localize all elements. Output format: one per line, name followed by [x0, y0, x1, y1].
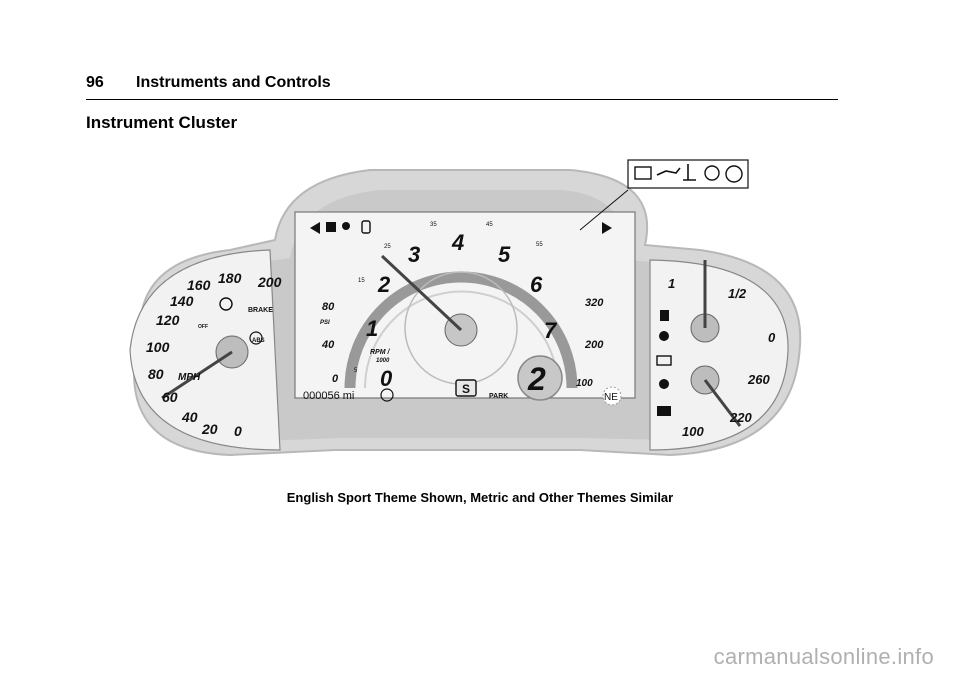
speed-unit: MPH	[178, 372, 201, 383]
security-icon	[657, 406, 671, 416]
transmission-selector: S	[462, 382, 470, 396]
rpm-label: 3	[408, 242, 420, 267]
center-display: 0 1 2 3 4 5 6 7 35 45 55 25 15 5 RPM / 1…	[294, 211, 636, 406]
speed-label: 180	[218, 270, 242, 286]
page-header: 96 Instruments and Controls	[86, 72, 838, 100]
speed-label: 120	[156, 312, 180, 328]
rpm-label: 2	[377, 272, 391, 297]
speed-label: 200	[257, 274, 282, 290]
compass-heading: NE	[604, 392, 618, 403]
tire-pressure-icon	[219, 297, 233, 311]
tachometer-arc	[344, 271, 578, 389]
fuel-pump-icon	[660, 310, 669, 321]
brake-warning-label: BRAKE	[248, 307, 273, 314]
rpm-minor-label: 15	[358, 278, 365, 284]
oil-pressure-unit: PSI	[320, 320, 330, 326]
seatbelt-icon	[659, 379, 669, 389]
compass-badge	[602, 386, 622, 406]
right-dial-face	[649, 259, 789, 451]
rpm-label: 6	[530, 272, 543, 297]
left-turn-signal-icon	[310, 222, 320, 234]
tachometer-inner-ring	[364, 290, 559, 389]
rpm-minor-label: 45	[486, 222, 493, 228]
parking-brake-icon	[704, 165, 720, 181]
airbag-icon	[659, 331, 669, 341]
transmission-selector-box	[455, 379, 477, 397]
oil-pressure-icon	[656, 167, 681, 176]
headlamp-icon	[326, 222, 336, 232]
speedometer-face	[129, 249, 281, 451]
speedometer: 200 180 160 140 120 100 80 60 40 20 0 MP…	[129, 249, 282, 451]
tachometer-needle	[380, 254, 463, 332]
current-gear: 2	[527, 361, 546, 397]
oil-pressure-label: 0	[332, 373, 339, 385]
transmission-mode: PARK	[489, 393, 508, 400]
rpm-label: 7	[544, 318, 558, 343]
abs-warning-label: ABS	[252, 338, 265, 344]
oil-pressure-label: 80	[322, 301, 335, 313]
temp-gauge-needle	[703, 379, 742, 427]
check-engine-icon	[656, 355, 672, 366]
rpm-minor-label: 35	[430, 222, 437, 228]
odometer-readout: 000056 mi	[303, 390, 354, 402]
watermark: carmanualsonline.info	[713, 644, 934, 669]
oil-temp-label: 100	[576, 378, 593, 389]
cruise-control-icon	[380, 388, 394, 402]
section-title: Instrument Cluster	[86, 113, 238, 132]
chapter-title: Instruments and Controls	[136, 74, 331, 91]
speed-label: 40	[181, 409, 198, 425]
door-ajar-icon	[361, 220, 371, 234]
instrument-cluster-illustration: 200 180 160 140 120 100 80 60 40 20 0 MP…	[129, 159, 802, 457]
speed-label: 100	[146, 339, 170, 355]
abs-icon	[249, 331, 263, 345]
instrument-cluster-figure: 200 180 160 140 120 100 80 60 40 20 0 MP…	[100, 150, 820, 490]
speed-label: 60	[162, 389, 178, 405]
coolant-temp-icon	[683, 164, 696, 181]
battery-icon	[634, 166, 652, 180]
oil-temp-label: 200	[584, 339, 604, 351]
speed-label: 80	[148, 366, 164, 382]
coolant-label: 260	[747, 372, 770, 387]
fuel-label: 0	[768, 330, 776, 345]
rpm-minor-label: 5	[354, 368, 358, 374]
rpm-label: 0	[380, 366, 393, 391]
rpm-minor-label: 25	[384, 244, 391, 250]
page-number: 96	[86, 74, 104, 91]
passenger-seatbelt-icon	[342, 222, 350, 230]
speed-label: 140	[170, 293, 194, 309]
rpm-label: 1	[366, 316, 378, 341]
speed-label: 20	[201, 421, 218, 437]
right-turn-signal-icon	[602, 222, 612, 234]
fuel-temp-gauge: 1 1/2 0 260 220 100	[649, 259, 789, 451]
figure-caption: English Sport Theme Shown, Metric and Ot…	[286, 490, 674, 505]
speedometer-needle	[161, 350, 233, 400]
rpm-unit-line1: RPM /	[370, 349, 391, 356]
gear-indicator-ring	[517, 355, 563, 401]
coolant-label: 220	[729, 410, 752, 425]
oil-pressure-label: 40	[321, 339, 335, 351]
coolant-label: 100	[682, 424, 704, 439]
fuel-label: 1/2	[728, 286, 747, 301]
fuel-label: 1	[668, 276, 675, 291]
rpm-minor-label: 55	[536, 242, 543, 248]
oil-temp-label: 320	[585, 297, 604, 309]
rpm-label: 5	[498, 242, 511, 267]
speed-label: 160	[187, 277, 211, 293]
traction-off-label: OFF	[198, 324, 208, 330]
rpm-label: 4	[451, 230, 464, 255]
traction-control-icon	[725, 165, 743, 183]
speed-label: 0	[234, 423, 242, 439]
callout-line	[579, 189, 629, 231]
rpm-unit-line2: 1000	[376, 358, 390, 364]
